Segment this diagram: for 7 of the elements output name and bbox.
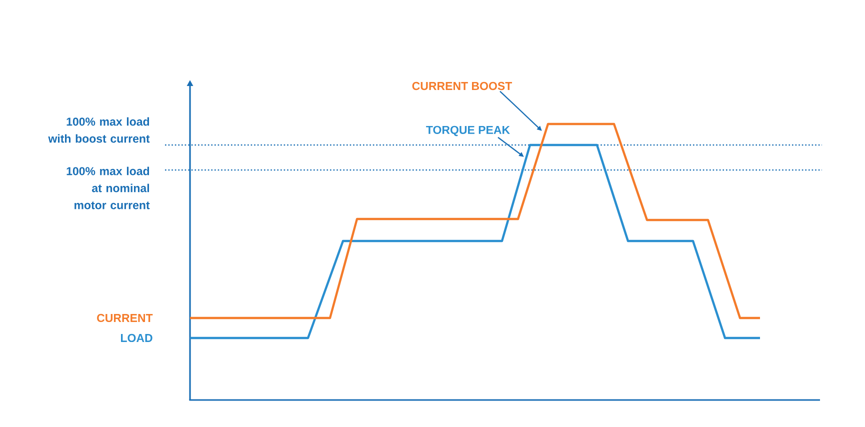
callout-label: TORQUE PEAK [426, 126, 510, 136]
callout-label: CURRENT BOOST [412, 82, 512, 90]
axis-label: 100% max load with boost current [48, 117, 150, 143]
axis-label: LOAD [121, 334, 152, 342]
leader-line [500, 90, 542, 131]
axis-label: CURRENT [97, 314, 153, 322]
axis-label: 100% max load at nominal motor current [66, 166, 150, 210]
